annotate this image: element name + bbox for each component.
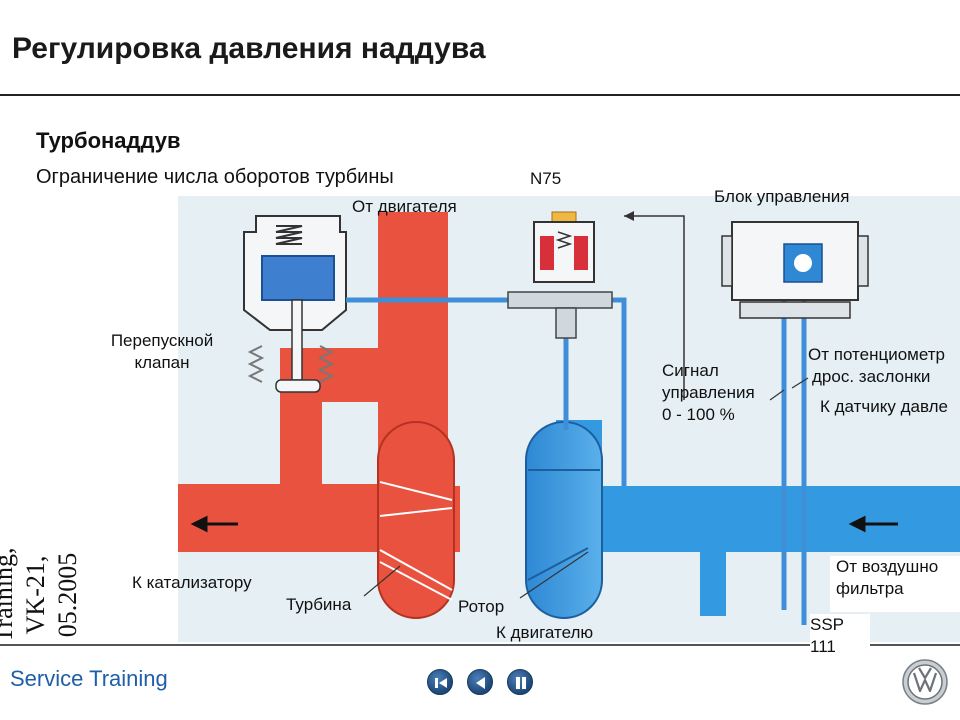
nav-pause-button[interactable] [507, 669, 533, 695]
label-n75: N75 [530, 169, 562, 188]
signal-arrowhead [624, 211, 634, 221]
label-to-engine: К двигателю [496, 623, 594, 642]
label-to-catalyst: К катализатору [132, 573, 252, 592]
triangle-left-icon [476, 677, 485, 689]
control-unit-box [721, 221, 869, 319]
wastegate-actuator [243, 215, 347, 393]
service-training-brand: Service Training [10, 666, 168, 691]
vw-logo-icon [902, 659, 948, 705]
flow-arrow-left [190, 515, 238, 533]
nav-back-button[interactable] [467, 669, 493, 695]
label-turbine: Турбина [286, 595, 352, 614]
section-caption: Ограничение числа оборотов турбины [36, 166, 394, 188]
signal-line [624, 215, 685, 400]
n75-solenoid-valve [507, 211, 613, 339]
label-control-signal: Сигнал управления 0 - 100 % [662, 361, 755, 424]
label-bypass-valve: Перепускной клапан [110, 331, 214, 372]
compressor-rotor [525, 421, 603, 619]
pause-icon [516, 677, 526, 689]
flow-arrow-right [848, 515, 898, 533]
label-from-throttle-potentiometer: От потенциометр дрос. заслонки [808, 345, 945, 386]
footer-divider [0, 644, 960, 646]
leader-lines [363, 377, 809, 599]
section-subtitle: Турбонаддув [36, 128, 181, 153]
skip-back-icon [435, 678, 447, 688]
turbine-wheel [377, 421, 455, 619]
label-to-pressure-sensor: К датчику давле [820, 397, 949, 416]
intake-pipework [556, 420, 960, 616]
page-title: Регулировка давления наддува [12, 32, 486, 65]
label-control-unit: Блок управления [714, 187, 850, 206]
label-from-engine: От двигателя [352, 197, 457, 216]
title-divider [0, 94, 960, 96]
nav-first-button[interactable] [427, 669, 453, 695]
label-rotor: Ротор [458, 597, 505, 616]
ssp-reference: SSP 111 [810, 614, 870, 674]
label-from-air-filter: От воздушно фильтра [830, 556, 960, 612]
